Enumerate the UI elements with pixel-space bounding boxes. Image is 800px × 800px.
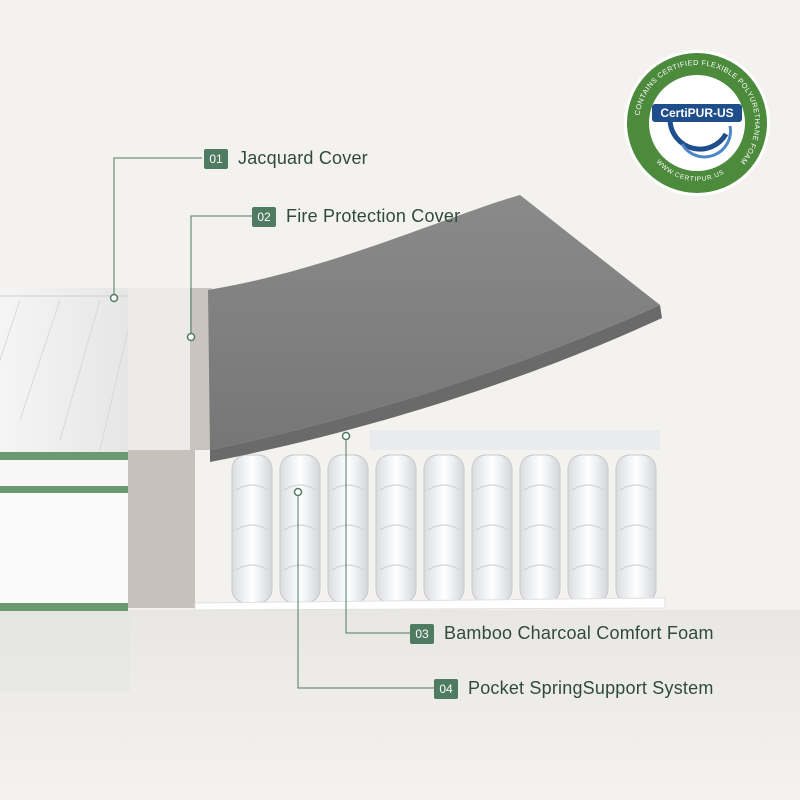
bamboo-charcoal-foam-layer — [208, 195, 662, 462]
reflection-mattress — [0, 612, 130, 692]
callout-number: 02 — [252, 206, 276, 227]
leader-line-02 — [190, 215, 252, 337]
green-piping-bottom — [0, 603, 128, 611]
callout-pocket-spring-system: 04 Pocket SpringSupport System — [434, 678, 714, 699]
mattress-side-panel — [0, 493, 128, 603]
floor-reflection — [0, 610, 800, 800]
badge-center — [649, 75, 745, 171]
green-piping-mid — [0, 486, 128, 493]
callout-number: 01 — [204, 148, 228, 169]
callout-anchor-dots — [109, 293, 351, 497]
callout-leader-lines — [113, 157, 434, 689]
leader-line-01 — [113, 157, 202, 298]
spring-back-rows — [370, 430, 660, 450]
leader-line-04 — [297, 492, 434, 689]
callout-number: 03 — [410, 623, 434, 644]
badge-swoosh — [667, 119, 729, 152]
callout-label: Jacquard Cover — [238, 148, 368, 168]
callout-number: 04 — [434, 678, 458, 699]
badge-logo-banner — [652, 104, 742, 122]
pocket-spring-system — [194, 430, 666, 611]
callout-bamboo-charcoal-foam: 03 Bamboo Charcoal Comfort Foam — [410, 623, 714, 644]
green-piping-top — [0, 452, 128, 460]
callout-label: Pocket SpringSupport System — [468, 678, 714, 698]
fire-protection-layer — [128, 288, 212, 608]
callout-fire-protection-cover: 02 Fire Protection Cover — [252, 206, 460, 227]
callout-label: Bamboo Charcoal Comfort Foam — [444, 623, 714, 643]
mattress-left-section — [0, 288, 129, 611]
callout-label: Fire Protection Cover — [286, 206, 461, 226]
callout-jacquard-cover: 01 Jacquard Cover — [204, 148, 368, 169]
badge-logo-text: CertiPUR-US — [660, 106, 733, 120]
certipur-us-badge: CONTAINS CERTIFIED FLEXIBLE POLYURETHANE… — [624, 50, 770, 196]
leader-line-03 — [345, 436, 410, 634]
spring-front-row — [231, 454, 657, 604]
